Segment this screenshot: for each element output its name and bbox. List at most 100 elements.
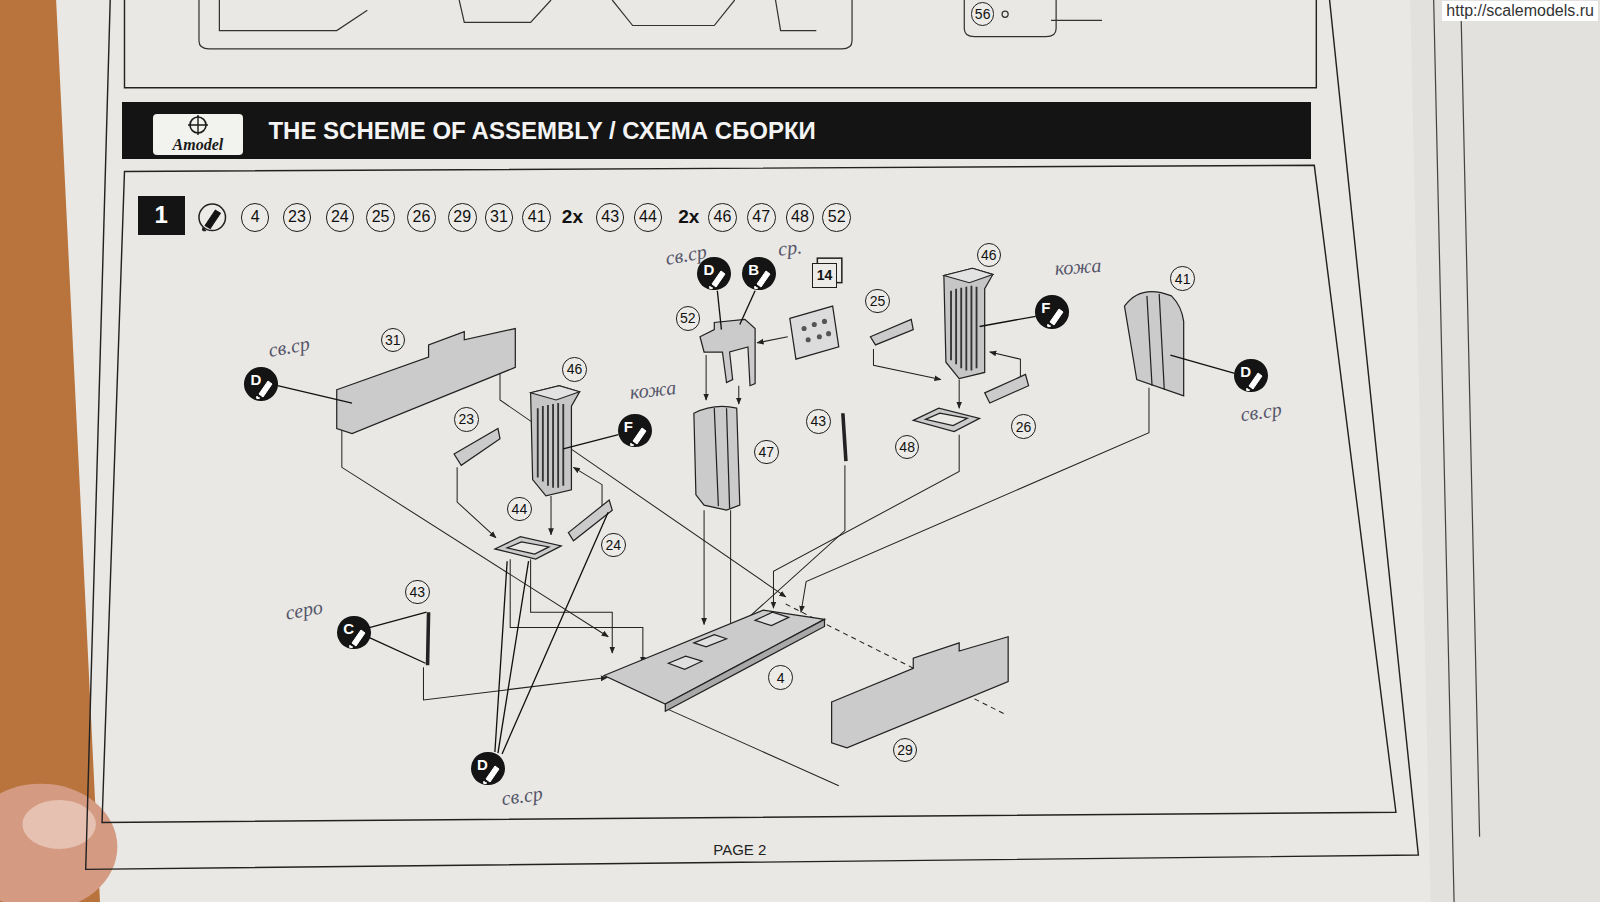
assembly-line — [573, 467, 602, 510]
decal-marker-text: 14 — [817, 267, 833, 283]
second-sheet — [1410, 0, 1600, 902]
callout-number-text: 26 — [1016, 419, 1032, 435]
paint-marker: C — [337, 616, 371, 650]
logo-crosshair — [153, 114, 243, 136]
leader-line — [369, 612, 426, 663]
assembly-line — [801, 388, 1149, 612]
paint-brush — [742, 257, 776, 291]
part-number-text: 26 — [413, 208, 431, 226]
seat-frame — [913, 408, 979, 431]
paint-brush — [244, 367, 278, 401]
assembly-line — [500, 369, 786, 597]
paint-marker-text: D — [250, 371, 261, 388]
assembly-line — [738, 386, 739, 404]
leader-line — [717, 291, 721, 330]
assembly-line — [531, 559, 613, 653]
paint-brush — [1035, 295, 1069, 329]
callout-number: 4 — [768, 665, 792, 689]
callout-number-text: 48 — [899, 439, 915, 455]
part-number: 43 — [596, 203, 625, 232]
assembly-line — [423, 667, 607, 700]
part-number: 47 — [747, 203, 776, 232]
paint-marker: D — [244, 367, 278, 401]
part-number: 41 — [522, 203, 551, 232]
part-number-text: 48 — [791, 208, 809, 226]
panel-bracket — [700, 319, 755, 385]
callout-number: 43 — [806, 409, 830, 433]
callout-number-text: 24 — [605, 537, 621, 553]
callout-number: 24 — [601, 533, 625, 557]
watermark: http://scalemodels.ru — [1442, 1, 1598, 21]
callout-number-text: 29 — [897, 742, 913, 758]
part-number-text: 29 — [453, 208, 471, 226]
brand-logo-text: Amodel — [173, 136, 224, 154]
instrument-dials — [802, 319, 832, 342]
seat-armour — [694, 406, 740, 510]
page-number: PAGE 2 — [713, 840, 766, 857]
paint-brush — [1234, 359, 1268, 393]
assembly-line — [773, 435, 959, 608]
callout-number: 43 — [405, 580, 429, 604]
sprue-drawing — [199, 0, 1102, 49]
callout-number-text: 56 — [975, 6, 991, 22]
cockpit-floor — [604, 610, 824, 704]
brand-logo: Amodel — [153, 114, 243, 155]
control-rod — [843, 413, 846, 461]
decal-marker: 14 — [812, 263, 836, 287]
floor-mount — [694, 635, 727, 647]
callout-number-text: 43 — [410, 584, 426, 600]
part-number: 31 — [485, 203, 514, 232]
assembly-line — [873, 349, 940, 380]
part-number-text: 23 — [288, 208, 306, 226]
paint-leaders — [278, 291, 1235, 754]
part-number: 52 — [822, 203, 851, 232]
callout-number: 25 — [865, 289, 889, 313]
title-band: THE SCHEME OF ASSEMBLY / СХЕМА СБОРКИAmo… — [122, 102, 1311, 159]
assembly-line — [741, 465, 845, 624]
sprue-part — [1002, 11, 1008, 17]
seat-bracket — [870, 319, 913, 345]
paint-brush — [202, 210, 220, 231]
part-number: 24 — [326, 203, 355, 232]
callout-number-text: 23 — [459, 411, 475, 427]
paint-marker-text: D — [1240, 363, 1251, 380]
assembly-line — [706, 355, 707, 400]
handwritten-note: кожа — [629, 376, 678, 404]
quantity-mark: 2x — [562, 206, 583, 228]
instrument-panel — [790, 306, 839, 359]
seat-frame — [495, 537, 561, 559]
part-number-text: 44 — [639, 208, 657, 226]
paint-marker: D — [1234, 359, 1268, 393]
paper-sheet — [56, 0, 1600, 902]
sprue-frame — [964, 0, 1056, 37]
sprue-panel-frame — [124, 0, 1316, 88]
sprue-part — [1051, 20, 1102, 21]
callout-number: 46 — [977, 243, 1001, 267]
paint-icon — [199, 204, 226, 231]
part-number-text: 25 — [372, 208, 390, 226]
part-number: 26 — [407, 203, 436, 232]
seat-bracket — [985, 374, 1029, 403]
leader-line — [740, 291, 755, 325]
part-number: 29 — [448, 203, 477, 232]
paint-brush — [337, 616, 371, 650]
step-number-text: 1 — [155, 201, 168, 229]
logo-cross — [188, 115, 208, 135]
sprue-part — [219, 0, 816, 31]
assembly-line — [730, 510, 731, 632]
assembly-line — [551, 496, 552, 535]
callout-number-text: 44 — [512, 501, 528, 517]
assembly-line — [704, 510, 705, 624]
callout-number-text: 46 — [981, 247, 997, 263]
paint-icon-ring — [199, 204, 226, 231]
side-panel — [337, 329, 516, 434]
seat-frame-opening — [926, 413, 968, 425]
decal-back-square — [817, 258, 841, 282]
paint-brush — [471, 752, 505, 786]
handwritten-note: кожа — [1054, 254, 1102, 280]
part-number: 23 — [283, 203, 312, 232]
assembly-line — [457, 467, 496, 537]
cockpit-floor-edge — [665, 619, 824, 711]
seat-armour-detail — [714, 408, 729, 508]
